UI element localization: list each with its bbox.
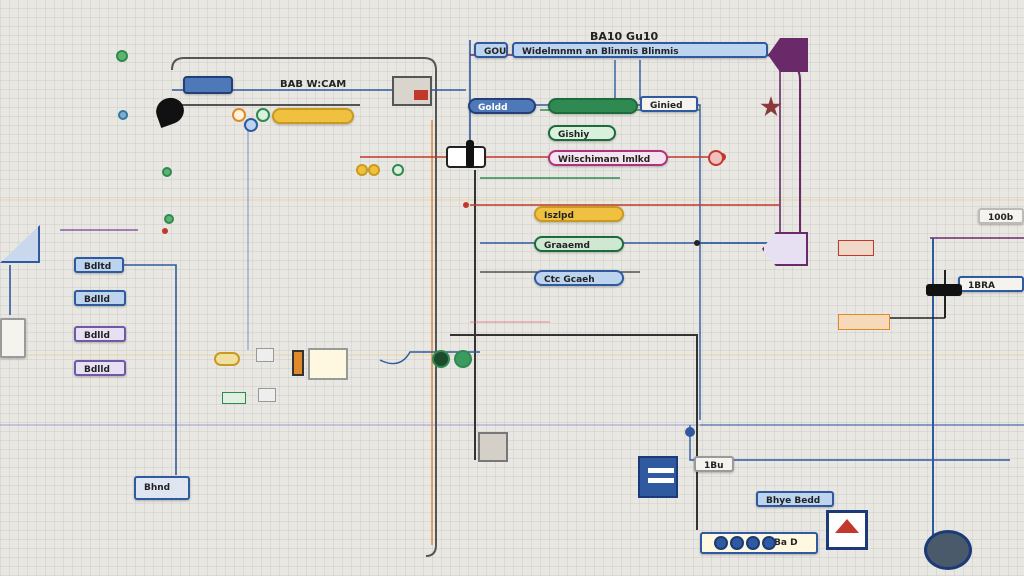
step-dot[interactable]: [714, 536, 728, 550]
cart-roof: [835, 519, 859, 533]
flow-node-start[interactable]: [183, 76, 233, 94]
node-label: Gishiy: [558, 130, 590, 140]
wire: [379, 351, 480, 365]
label-text: 100b: [988, 213, 1014, 223]
io-block[interactable]: [478, 432, 508, 462]
list-item-label: Bdlld: [84, 365, 110, 375]
junctions: [463, 153, 726, 437]
battery-icon: [292, 350, 304, 376]
wire: [470, 104, 701, 420]
tile-label: Bhnd: [144, 483, 171, 493]
status-dot: [368, 164, 380, 176]
guide-lines: [0, 199, 1024, 426]
leaf-icon: [162, 167, 172, 177]
panel-stripe: [648, 478, 674, 483]
right-mid-label[interactable]: 1BRA: [958, 276, 1024, 292]
status-dot: [356, 164, 368, 176]
cart-icon[interactable]: [826, 510, 868, 550]
wire: [171, 57, 437, 557]
wire: [120, 264, 177, 475]
step-dot[interactable]: [730, 536, 744, 550]
bottom-left-tile[interactable]: Bhnd: [134, 476, 190, 500]
list-item-label: Bdltd: [84, 262, 112, 272]
node-label: Goldd: [478, 103, 508, 113]
flow-node-gold2[interactable]: Iszlpd: [534, 206, 624, 222]
plug-icon: [926, 284, 962, 296]
junction-dot: [685, 427, 695, 437]
left-title: BAB W:CAM: [280, 79, 347, 90]
shield-icon[interactable]: [924, 530, 972, 570]
list-item[interactable]: Bdltd: [74, 257, 124, 273]
small-chip: [256, 348, 274, 362]
node-label: Wilschimam lmlkd: [558, 155, 651, 165]
side-tag[interactable]: [0, 318, 26, 358]
leaf-icon: [164, 214, 174, 224]
pin-icon: [162, 228, 168, 234]
bottom-right-label[interactable]: Bhye Bedd: [756, 491, 834, 507]
status-dot: [392, 164, 404, 176]
list-item[interactable]: Bdlld: [74, 360, 126, 376]
header-code: BA10 Gu10: [590, 30, 659, 43]
flow-node-sub[interactable]: Gishiy: [548, 125, 616, 141]
top-bar-tag[interactable]: GOU: [474, 42, 508, 58]
tag-label: GOU: [484, 47, 507, 57]
gear-icon[interactable]: [244, 118, 258, 132]
node-label: Ctc Gcaeh: [544, 275, 595, 285]
panel-stripe: [648, 468, 674, 473]
gear-icon[interactable]: [232, 108, 246, 122]
gear-icon[interactable]: [256, 108, 270, 122]
top-bar-node[interactable]: Widelmnmn an Blinmis Blinmis: [512, 42, 768, 58]
gauge-icon[interactable]: [432, 350, 450, 368]
record-icon[interactable]: [708, 150, 724, 166]
flow-node-green2[interactable]: Graaemd: [534, 236, 624, 252]
label-text: 1BRA: [968, 281, 996, 291]
dots-label: Ba D: [774, 538, 798, 548]
label-text: Bhye Bedd: [766, 496, 821, 506]
wire: [689, 425, 1010, 461]
wire: [470, 54, 781, 240]
list-item[interactable]: Bdlld: [74, 290, 126, 306]
list-item[interactable]: Bdlld: [74, 326, 126, 342]
meter-chip: [838, 240, 874, 256]
junction-dot: [463, 202, 469, 208]
flow-node-green[interactable]: [548, 98, 638, 114]
leaf-icon: [116, 50, 128, 62]
flow-node-pink[interactable]: Wilschimam lmlkd: [548, 150, 668, 166]
bottom-center-label[interactable]: 1Bu: [694, 456, 734, 472]
node-label: Graaemd: [544, 241, 590, 251]
flow-node-blue2[interactable]: Ctc Gcaeh: [534, 270, 624, 286]
flow-node-gold[interactable]: [272, 108, 354, 124]
list-item-label: Bdlld: [84, 295, 110, 305]
node-label: Iszlpd: [544, 211, 574, 221]
device-panel[interactable]: [392, 76, 432, 106]
display-panel[interactable]: [308, 348, 348, 380]
flow-node-center[interactable]: Goldd: [468, 98, 536, 114]
list-item-label: Bdlld: [84, 331, 110, 341]
step-dot[interactable]: [746, 536, 760, 550]
flow-node-tag[interactable]: Ginied: [640, 96, 698, 112]
gauge-icon[interactable]: [454, 350, 472, 368]
label-text: 1Bu: [704, 461, 724, 471]
drop-icon: [118, 110, 128, 120]
node-label: Ginied: [650, 101, 683, 111]
small-chip: [222, 392, 246, 404]
top-bar-label: Widelmnmn an Blinmis Blinmis: [522, 47, 679, 57]
step-dot[interactable]: [762, 536, 776, 550]
connector-tab: [466, 140, 474, 168]
small-chip: [258, 388, 276, 402]
right-top-label[interactable]: 100b: [978, 208, 1024, 224]
led-indicator: [414, 90, 428, 100]
junction-dot: [694, 240, 700, 246]
status-dot: [214, 352, 240, 366]
resistor-block: [838, 314, 890, 330]
panel-icon[interactable]: [638, 456, 678, 498]
